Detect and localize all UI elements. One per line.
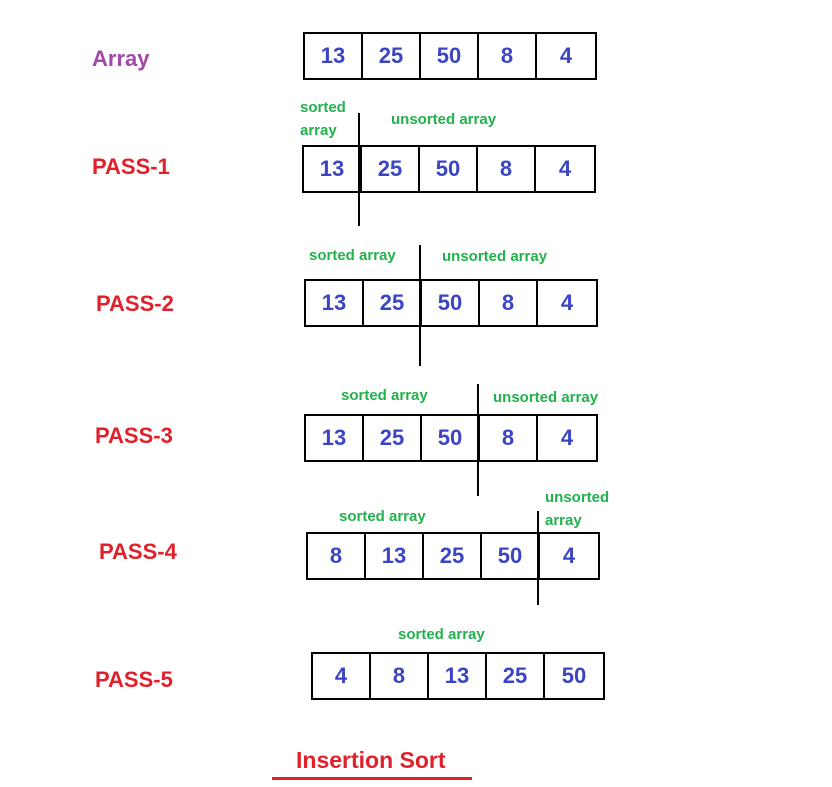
pass-5-sorted-note: sorted array [398,626,485,643]
array-cell: 50 [422,281,480,325]
array-cell: 13 [304,147,362,191]
array-cell: 25 [363,34,421,78]
pass-4-divider [537,511,539,605]
array-cell: 25 [487,654,545,698]
pass-1-unsorted-note: unsorted array [391,111,497,128]
array-cell: 8 [479,34,537,78]
array-cell: 13 [366,534,424,578]
array-cell: 8 [371,654,429,698]
array-cell: 8 [480,281,538,325]
array-cell: 50 [422,416,480,460]
pass-4-label: PASS-4 [99,539,177,564]
array-cell: 25 [364,416,422,460]
array-cell: 13 [429,654,487,698]
pass-4-unsorted-note: unsorted array [545,489,610,529]
pass-4-array: 8 13 25 50 4 [306,532,600,580]
pass-2-sorted-note: sorted array [309,247,396,264]
array-cell: 4 [313,654,371,698]
array-cell: 25 [364,281,422,325]
pass-1-sorted-note: sorted array [300,99,346,139]
array-cell: 50 [482,534,540,578]
pass-1-label: PASS-1 [92,154,170,179]
pass-1-array: 13 25 50 8 4 [302,145,596,193]
array-cell: 8 [480,416,538,460]
array-cell: 13 [306,281,364,325]
pass-3-unsorted-note: unsorted array [493,389,599,406]
array-cell: 4 [558,156,572,181]
array-cell: 50 [421,34,479,78]
array-cell: 4 [560,290,574,315]
initial-array: 13 25 50 8 4 [303,32,597,80]
pass-2-array: 13 25 50 8 4 [304,279,598,327]
pass-3-array: 13 25 50 8 4 [304,414,598,462]
figure-caption: Insertion Sort [296,747,446,773]
array-cell: 25 [424,534,482,578]
pass-2-label: PASS-2 [96,291,174,316]
array-cell: 4 [560,425,574,450]
array-cell: 4 [562,543,576,568]
pass-5-label: PASS-5 [95,667,173,692]
pass-1-divider [358,113,360,226]
pass-2-unsorted-note: unsorted array [442,248,548,265]
array-cell: 13 [306,416,364,460]
array-label: Array [92,46,150,71]
pass-3-label: PASS-3 [95,423,173,448]
array-cell: 50 [420,147,478,191]
pass-5-array: 4 8 13 25 50 [311,652,605,700]
pass-3-divider [477,384,479,496]
array-cell: 8 [308,534,366,578]
array-cell: 13 [305,34,363,78]
array-cell: 8 [478,147,536,191]
caption-underline [272,777,472,780]
array-cell: 50 [561,663,587,688]
pass-2-divider [419,245,421,366]
array-cell: 25 [362,147,420,191]
array-cell: 4 [559,43,573,68]
pass-3-sorted-note: sorted array [341,387,428,404]
pass-4-sorted-note: sorted array [339,508,426,525]
